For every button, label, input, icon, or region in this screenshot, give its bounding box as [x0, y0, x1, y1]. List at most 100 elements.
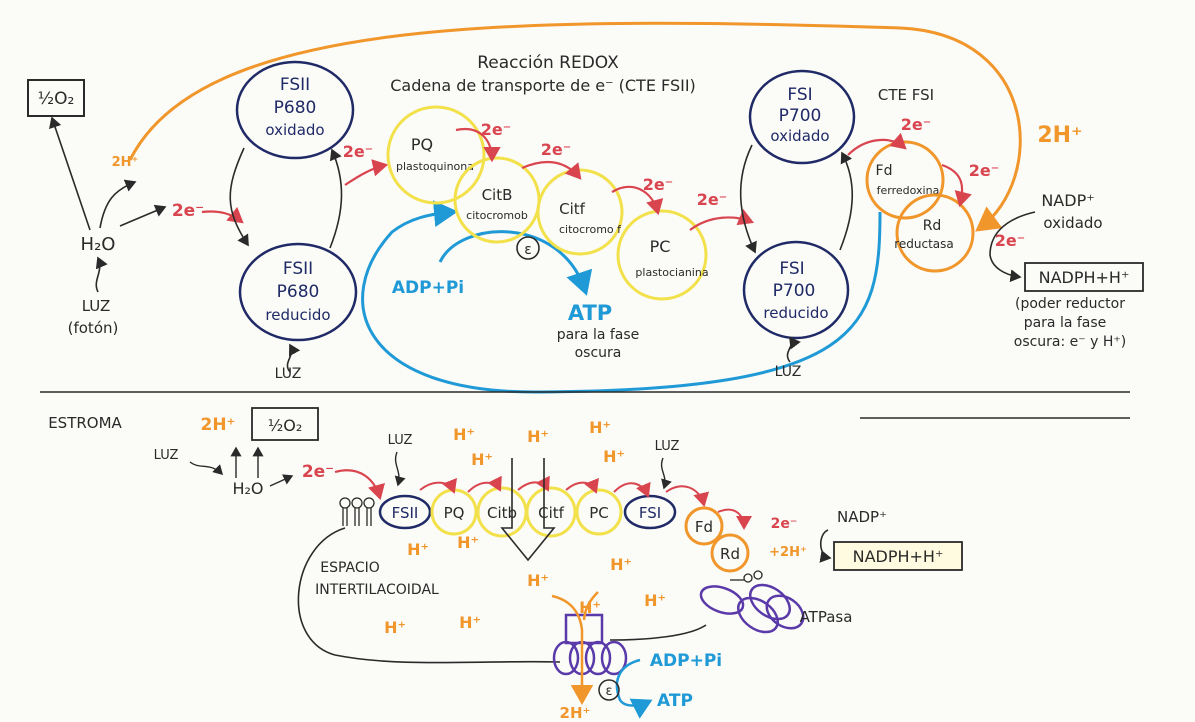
atpase-bottom-icon [552, 613, 628, 676]
foton-label: (fotón) [68, 319, 119, 337]
e-label-3: 2e⁻ [541, 140, 571, 159]
fsi-reducido: FSI P700 reducido [742, 240, 850, 340]
bottom-nadp: NADP⁺ [837, 508, 887, 526]
svg-text:H⁺: H⁺ [453, 425, 475, 444]
svg-text:P700: P700 [773, 281, 816, 301]
svg-text:FSII: FSII [283, 259, 313, 279]
luz-fsi: LUZ [775, 364, 802, 380]
bottom-pq: PQ [430, 488, 478, 536]
atpasa-label: ATPasa [800, 608, 853, 626]
svg-text:reducido: reducido [265, 306, 330, 324]
bottom-two-h: 2H⁺ [200, 415, 235, 435]
svg-text:H⁺: H⁺ [457, 533, 479, 552]
bottom-nadph-box [833, 541, 963, 571]
pc-carrier: PC plastocianina [616, 209, 709, 301]
citf-carrier: Citf citocromo f [536, 168, 624, 256]
svg-text:H⁺: H⁺ [527, 571, 549, 590]
e-label-2: 2e⁻ [481, 120, 511, 139]
svg-text:Citb: Citb [487, 504, 517, 522]
h2o-label: H₂O [81, 234, 116, 255]
svg-text:Rd: Rd [923, 218, 942, 234]
espacio-label-2: INTERTILACOIDAL [315, 582, 439, 598]
bottom-e-rd: 2e⁻ [771, 516, 798, 532]
svg-text:FSI: FSI [787, 85, 812, 105]
svg-text:ferredoxina: ferredoxina [877, 184, 940, 197]
atp-note-1: para la fase [557, 327, 640, 343]
nadp-oxidado: oxidado [1043, 214, 1102, 232]
bottom-luz-1: LUZ [154, 448, 179, 463]
nadph-box [1024, 262, 1144, 292]
e-label-7: 2e⁻ [969, 161, 999, 180]
svg-text:P680: P680 [277, 282, 320, 302]
title-line1: Reacción REDOX [477, 53, 619, 73]
svg-text:H⁺: H⁺ [459, 613, 481, 632]
svg-text:H⁺: H⁺ [603, 447, 625, 466]
epsilon-label: ε [524, 242, 532, 258]
svg-text:plastoquinona: plastoquinona [396, 160, 474, 173]
atp-note-2: oscura [575, 345, 622, 361]
o2-label: ½O₂ [38, 89, 75, 109]
fsii-oxidado: FSII P680 oxidado [235, 60, 355, 160]
title-line2: Cadena de transporte de e⁻ (CTE FSII) [390, 76, 696, 95]
luz-label: LUZ [82, 297, 111, 315]
atpase-right-icon [699, 583, 805, 634]
bottom-o2-box [251, 407, 319, 441]
bottom-nadph: NADPH+H⁺ [853, 547, 944, 566]
bottom-luz-3: LUZ [655, 439, 680, 454]
espacio-label-1: ESPACIO [320, 560, 380, 576]
svg-text:Fd: Fd [876, 163, 893, 179]
bottom-fsii: FSII [378, 494, 432, 530]
e-label-h2o: 2e⁻ [172, 201, 204, 221]
e-label-5: 2e⁻ [697, 190, 727, 209]
rd-anchor-icon [730, 570, 763, 583]
pq-carrier: PQ plastoquinona [386, 105, 486, 205]
fsii-reducido: FSII P680 reducido [238, 242, 358, 342]
nadph-label: NADPH+H⁺ [1039, 268, 1130, 287]
svg-text:Citf: Citf [538, 504, 565, 522]
svg-text:H⁺: H⁺ [471, 450, 493, 469]
svg-text:H⁺: H⁺ [407, 540, 429, 559]
bottom-atp: ATP [657, 691, 693, 711]
svg-text:P680: P680 [274, 98, 317, 118]
estroma-label: ESTROMA [48, 414, 122, 432]
svg-text:FSI: FSI [779, 259, 804, 279]
adp-to-atp-arrow [438, 230, 593, 296]
proton-arc [128, 21, 1022, 232]
citb-carrier: CitB citocromob [453, 156, 541, 244]
svg-text:plastocianina: plastocianina [635, 266, 708, 279]
bottom-two-h-out: 2H⁺ [560, 704, 591, 722]
fd-carrier: Fd ferredoxina [865, 140, 945, 220]
nadph-note-3: oscura: e⁻ y H⁺) [1014, 334, 1127, 350]
svg-text:Rd: Rd [720, 545, 740, 563]
two-h-big-label: 2H⁺ [1037, 123, 1082, 148]
fsi-oxidado: FSI P700 oxidado [748, 69, 856, 165]
membrane-right [609, 624, 707, 641]
svg-text:H⁺: H⁺ [589, 418, 611, 437]
svg-text:Citf: Citf [559, 200, 586, 218]
svg-text:FSI: FSI [639, 504, 661, 522]
e-label-8: 2e⁻ [995, 231, 1025, 250]
svg-text:H⁺: H⁺ [644, 591, 666, 610]
svg-text:PQ: PQ [444, 504, 465, 522]
e-label-4: 2e⁻ [643, 175, 673, 194]
nadph-note-2: para la fase [1024, 315, 1107, 331]
svg-text:reducido: reducido [763, 304, 828, 322]
bottom-h2o: H₂O [232, 479, 263, 498]
adp-label: ADP+Pi [392, 278, 464, 298]
e-label-1: 2e⁻ [343, 142, 373, 161]
proton-pump-arrow [500, 458, 556, 562]
svg-text:reductasa: reductasa [894, 237, 954, 251]
svg-text:citocromob: citocromob [466, 209, 528, 222]
svg-text:oxidado: oxidado [770, 127, 829, 145]
svg-text:P700: P700 [779, 106, 822, 126]
e-label-6: 2e⁻ [901, 115, 931, 134]
bottom-fd: Fd [684, 506, 724, 546]
proton-labels: H⁺ H⁺ H⁺ H⁺ H⁺ H⁺ H⁺ H⁺ H⁺ H⁺ H⁺ H⁺ H⁺ [384, 418, 666, 637]
bottom-adp: ADP+Pi [650, 651, 722, 671]
luz-fsii: LUZ [275, 366, 302, 382]
thylakoid-membrane [297, 527, 561, 664]
bottom-e-label: 2e⁻ [302, 462, 334, 482]
lipid-bilayer-icon [339, 497, 375, 526]
o2-box [27, 79, 85, 117]
